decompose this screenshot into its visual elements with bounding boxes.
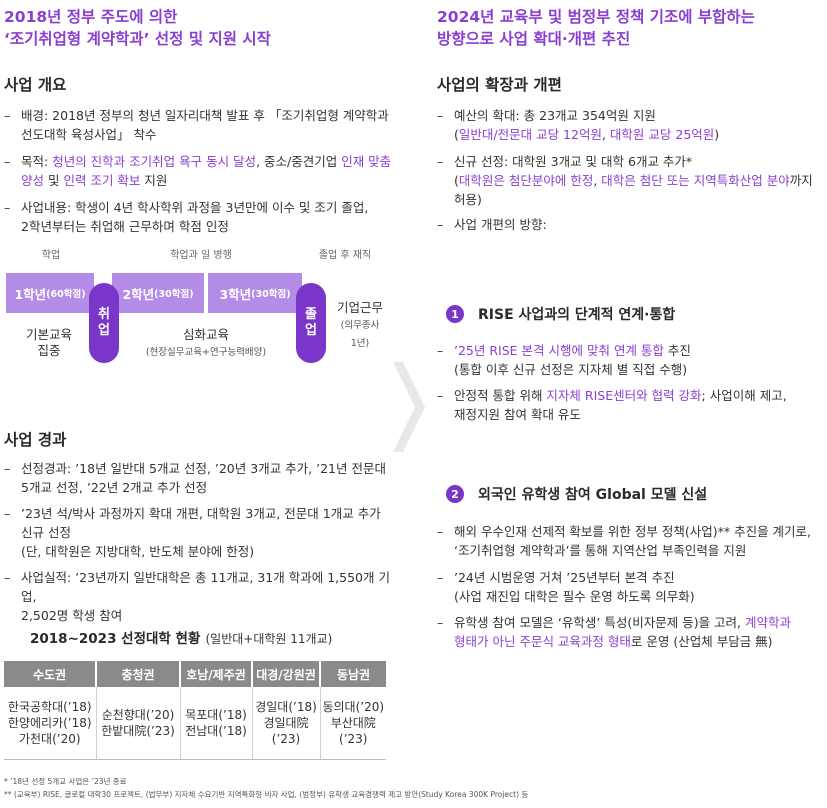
chevron-right-icon xyxy=(393,362,425,452)
section-number-badge: 2 xyxy=(446,485,464,503)
table-header: 동남권 xyxy=(320,661,386,687)
left-title: 2018년 정부 주도에 의한 ‘조기취업형 계약학과’ 선정 및 지원 시작 xyxy=(4,6,271,50)
table-header: 대경/강원권 xyxy=(252,661,321,687)
phase-label-after-grad: 졸업 후 재직 xyxy=(314,250,376,261)
overview-heading: 사업 개요 xyxy=(4,76,67,94)
table-header: 수도권 xyxy=(4,661,97,687)
overview-bullet-purpose: – 목적: 청년의 진학과 조기취업 욕구 동시 달성, 중소/중견기업 인재 … xyxy=(4,154,392,188)
progress-bullet-expansion: – ’23년 석/박사 과정까지 확대 개편, 대학원 3개교, 전문대 1개교… xyxy=(4,506,381,559)
overview-bullet-background: – 배경: 2018년 정부의 청년 일자리대책 발표 후 「조기취업형 계약학… xyxy=(4,108,389,142)
table-header: 호남/제주권 xyxy=(180,661,253,687)
right-title: 2024년 교육부 및 범정부 정책 기조에 부합하는 방향으로 사업 확대·개… xyxy=(437,6,755,50)
selected-universities-table: 수도권 충청권 호남/제주권 대경/강원권 동남권 한국공학대(’18)한양에리… xyxy=(4,661,386,760)
table-cell: 동의대(’20)부산대院(’23) xyxy=(320,687,386,760)
overview-bullet-content: – 사업내용: 학생이 4년 학사학위 과정을 3년만에 이수 및 조기 졸업,… xyxy=(4,200,369,234)
progress-bullet-selection: – 선정경과: ’18년 일반대 5개교 선정, ’20년 3개교 추가, ’2… xyxy=(4,461,386,495)
progress-heading: 사업 경과 xyxy=(4,431,67,449)
expansion-bullet-new-selection: – 신규 선정: 대학원 3개교 및 대학 6개교 추가*(대학원은 첨단분야에… xyxy=(437,154,813,207)
table-title: 2018~2023 선정대학 현황 (일반대+대학원 11개교) xyxy=(30,631,333,647)
left-title-line: ‘조기취업형 계약학과’ 선정 및 지원 시작 xyxy=(4,30,271,48)
advanced-education-label: 심화교육(현장실무교육+연구능력배양) xyxy=(145,327,267,358)
rise-heading: RISE 사업과의 단계적 연계·통합 xyxy=(478,307,676,323)
rise-bullet-integration: – ’25년 RISE 본격 시행에 맞춰 연계 통합 추진(통합 이후 신규 … xyxy=(437,343,691,377)
global-bullet-pilot: – ’24년 시범운영 거쳐 ’25년부터 본격 추진(사업 재진입 대학은 필… xyxy=(437,570,695,604)
expansion-bullet-direction: – 사업 개편의 방향: xyxy=(437,217,547,232)
left-title-line: 2018년 정부 주도에 의한 xyxy=(4,8,178,26)
footnote-2: ** (교육부) RISE, 글로컬 대학30 프로젝트, (법무부) 지자체 … xyxy=(4,790,529,799)
expansion-bullet-budget: – 예산의 확대: 총 23개교 354억원 지원(일반대/전문대 교당 12억… xyxy=(437,108,720,142)
global-bullet-policy: – 해외 우수인재 선제적 확보를 위한 정부 정책(사업)** 추진을 계기로… xyxy=(437,524,812,558)
right-title-line: 2024년 교육부 및 범정부 정책 기조에 부합하는 xyxy=(437,8,755,26)
table-cell: 한국공학대(’18)한양에리카(’18)가천대(’20) xyxy=(4,687,97,760)
footnote-1: * ’18년 선정 5개교 사업은 ’23년 종료 xyxy=(4,777,127,786)
table-header: 충청권 xyxy=(96,661,181,687)
year-1-box: 1학년(60학점) xyxy=(6,273,94,313)
right-title-line: 방향으로 사업 확대·개편 추진 xyxy=(437,30,631,48)
phase-label-work-study: 학업과 일 병행 xyxy=(166,250,236,261)
year-3-box: 3학년(30학점) xyxy=(208,273,302,313)
rise-bullet-cooperation: – 안정적 통합 위해 지자체 RISE센터와 협력 강화; 사업이해 제고,재… xyxy=(437,388,787,422)
phase-label-study: 학업 xyxy=(37,250,65,261)
table-cell: 경일대(’18)경일대院(’23) xyxy=(252,687,321,760)
year-2-box: 2학년(30학점) xyxy=(112,273,204,313)
progress-bullet-results: – 사업실적: ’23년까지 일반대학은 총 11개교, 31개 학과에 1,5… xyxy=(4,570,390,623)
table-cell: 목포대(’18)전남대(’18) xyxy=(180,687,253,760)
table-row: 한국공학대(’18)한양에리카(’18)가천대(’20) 순천향대(’20)한밭… xyxy=(4,687,386,760)
global-heading: 외국인 유학생 참여 Global 모델 신설 xyxy=(478,487,708,503)
section-number-badge: 1 xyxy=(446,305,464,323)
table-cell: 순천향대(’20)한밭대院(’23) xyxy=(96,687,181,760)
expansion-heading: 사업의 확장과 개편 xyxy=(437,76,562,94)
